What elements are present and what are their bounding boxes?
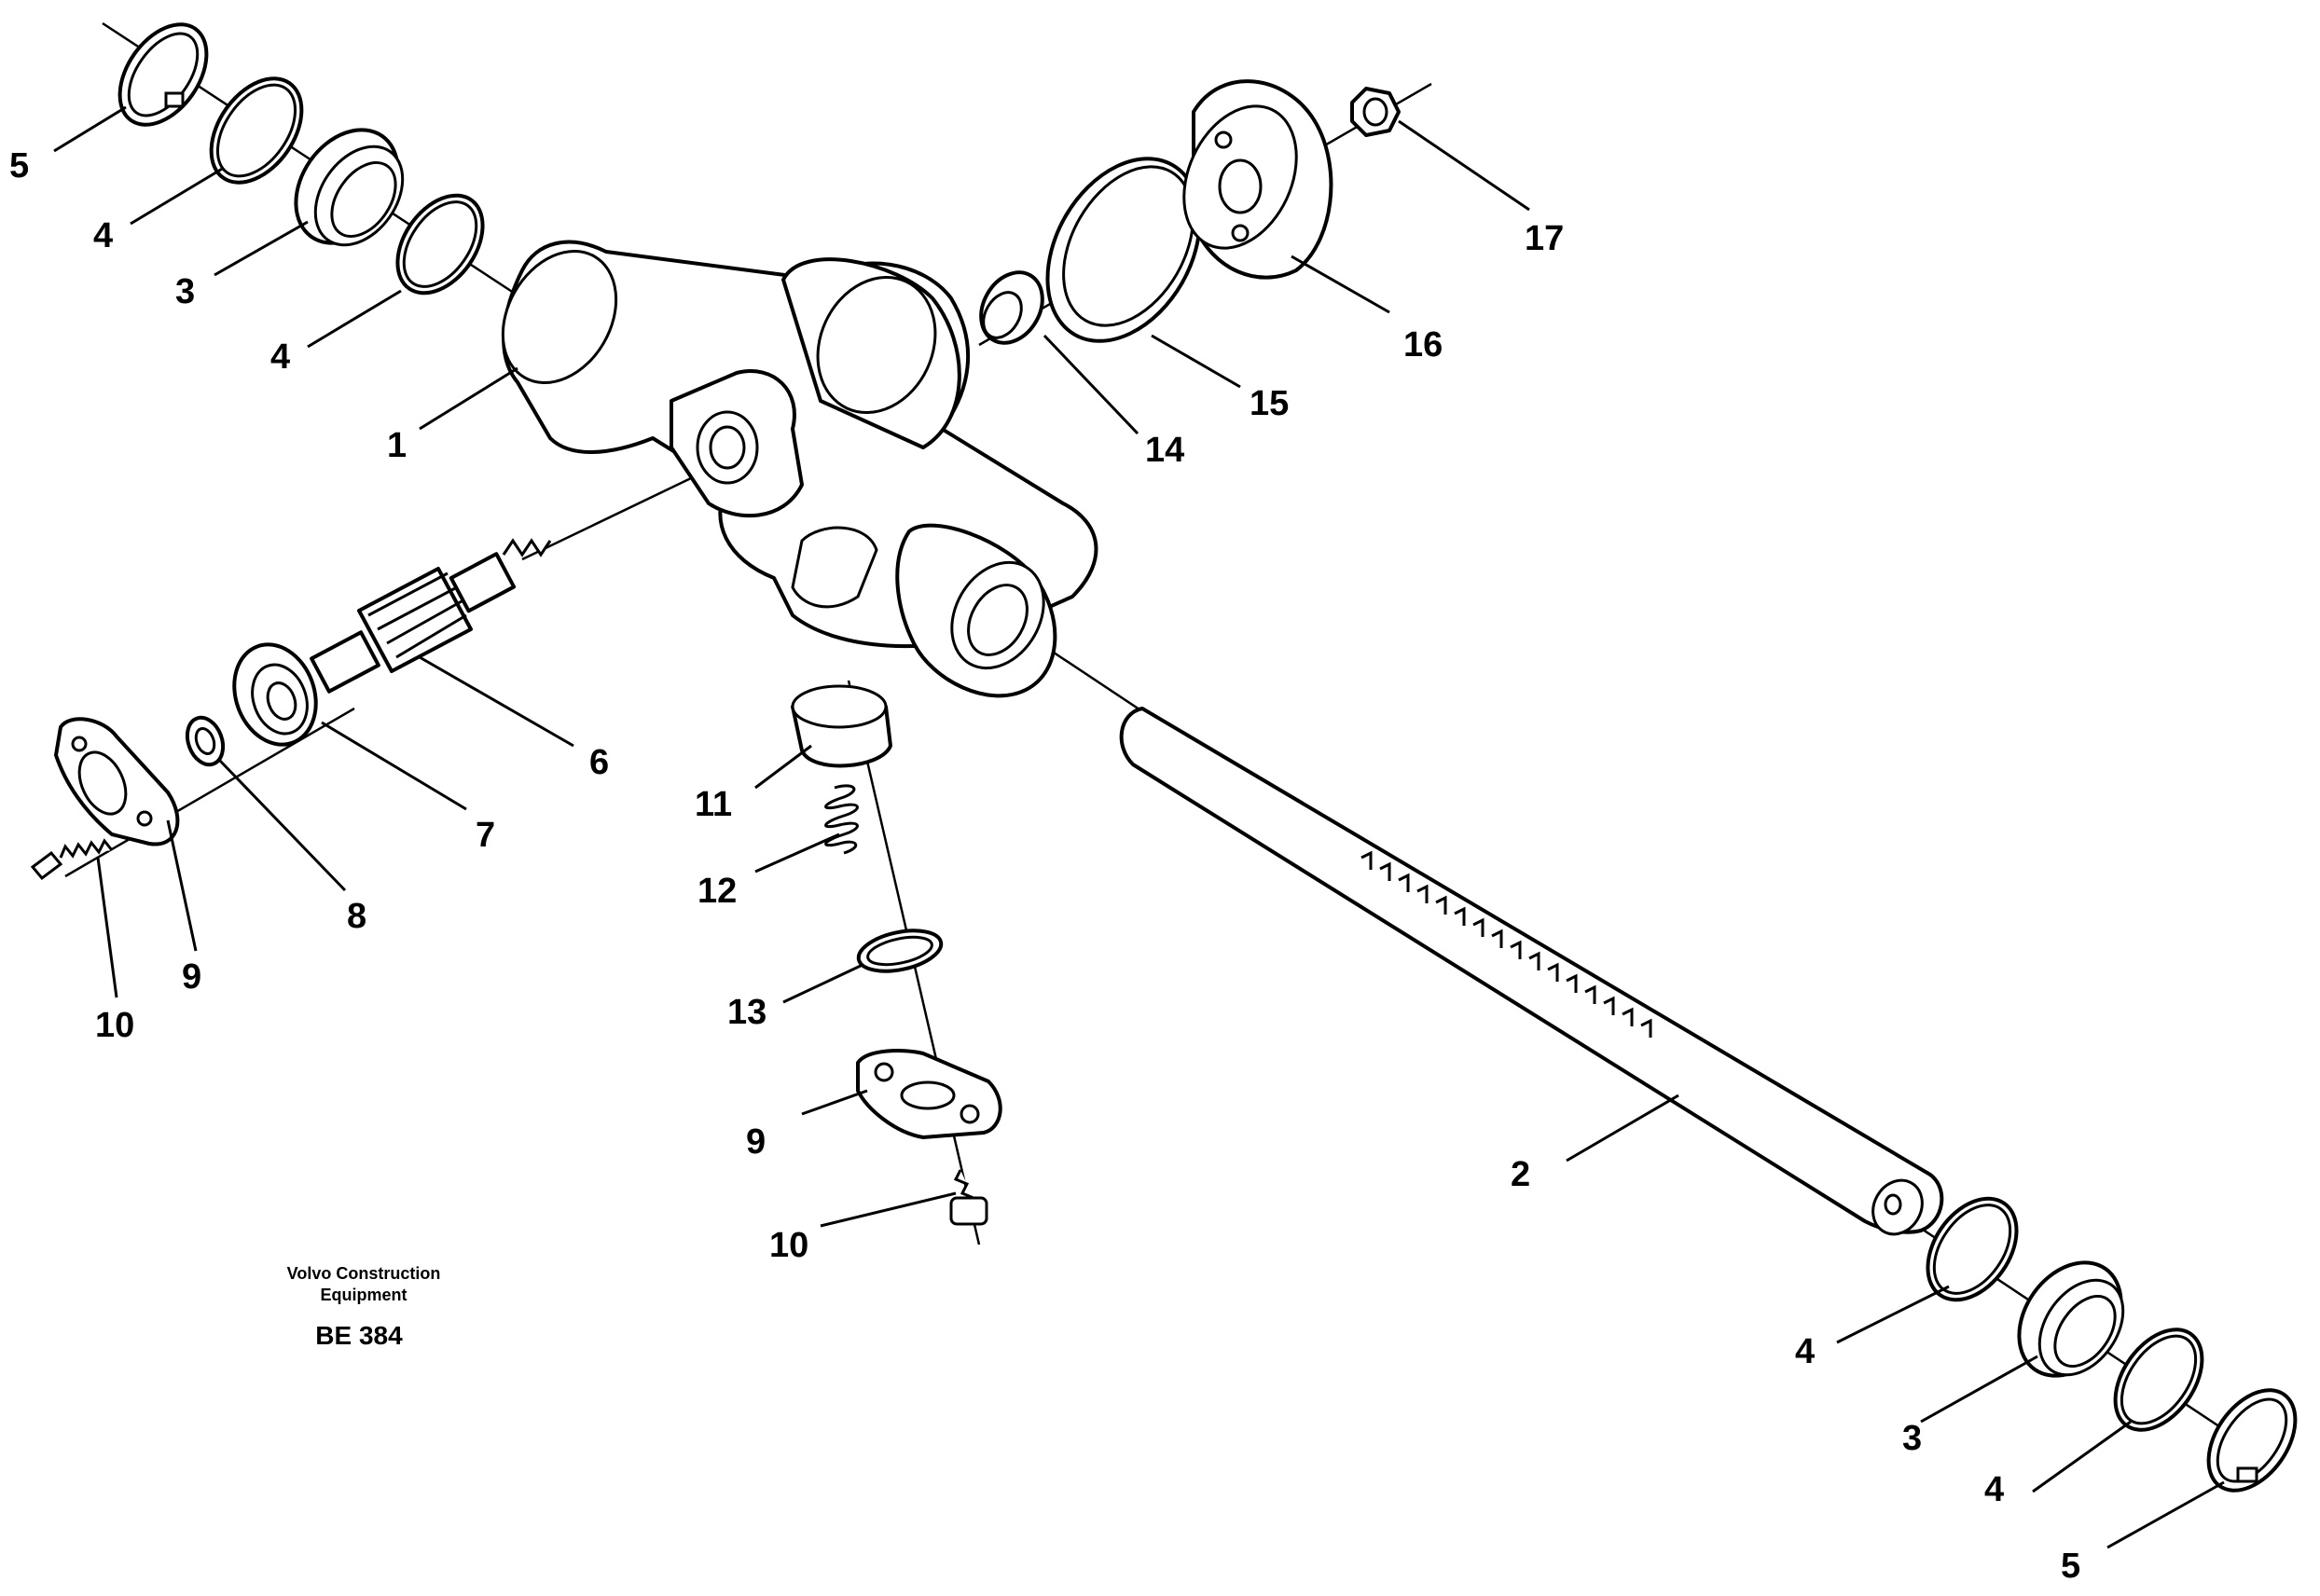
label-part-7: 7: [476, 816, 495, 855]
label-part-4-top-inner: 4: [270, 337, 290, 377]
bushing-3-top: [294, 128, 405, 247]
gasket-13: [856, 929, 944, 973]
label-part-3-bottom: 3: [1902, 1419, 1922, 1458]
label-part-4-top-outer: 4: [93, 216, 113, 255]
maker-line-2: Equipment: [321, 1286, 407, 1304]
needle-bearing-14: [979, 270, 1044, 345]
circlip-5-top: [117, 22, 209, 127]
label-part-2: 2: [1511, 1155, 1530, 1194]
label-part-8: 8: [347, 897, 366, 936]
steering-gear-housing-1: [501, 240, 1098, 698]
label-part-9-left: 9: [182, 957, 201, 997]
o-ring-4-bottom-outer: [2113, 1328, 2204, 1432]
label-part-16: 16: [1403, 325, 1443, 365]
label-part-1: 1: [387, 426, 407, 465]
label-part-4-bottom-inner: 4: [1795, 1332, 1815, 1371]
label-part-11: 11: [695, 785, 732, 824]
label-part-13: 13: [727, 993, 766, 1032]
label-part-15: 15: [1250, 384, 1289, 423]
washer-8: [185, 715, 226, 767]
thrust-pad-11: [791, 684, 892, 768]
maker-line-1: Volvo Construction: [287, 1264, 441, 1283]
screw-10-middle: [949, 1169, 988, 1226]
label-part-5-bottom: 5: [2061, 1547, 2080, 1586]
o-ring-4-top-inner: [395, 193, 485, 296]
drawing-reference-block: Volvo Construction Equipment BE 384: [287, 1264, 441, 1350]
screw-10-left: [30, 838, 114, 881]
leader-lines: [53, 105, 2225, 1549]
cover-plate-9-left: [54, 717, 180, 846]
label-part-17: 17: [1525, 219, 1564, 258]
end-cover-16: [1182, 79, 1333, 280]
label-part-12: 12: [697, 872, 737, 911]
label-part-9-middle: 9: [746, 1122, 766, 1162]
label-part-10-left: 10: [95, 1006, 134, 1045]
ball-bearing-7: [232, 642, 318, 747]
label-part-6: 6: [589, 743, 609, 782]
o-ring-4-top-outer: [209, 76, 304, 185]
part-number-labels: 5 4 3 4 1 17 16 15 14 6 7 8 9 10 11 12 1…: [9, 146, 2080, 1586]
label-part-5-top: 5: [9, 146, 29, 186]
drawing-code: BE 384: [315, 1321, 403, 1350]
label-part-3-top: 3: [175, 272, 195, 311]
cover-plate-9-middle: [856, 1049, 1002, 1139]
steering-rack-2: [1119, 707, 1944, 1236]
label-part-4-bottom-outer: 4: [1984, 1470, 2004, 1509]
circlip-5-bottom: [2206, 1388, 2298, 1493]
bushing-3-bottom: [2017, 1260, 2125, 1378]
lock-nut-17: [1350, 87, 1401, 137]
seal-ring-15: [1045, 157, 1202, 343]
label-part-14: 14: [1145, 431, 1184, 470]
spring-12: [824, 784, 859, 855]
pinion-6: [310, 538, 552, 694]
label-part-10-middle: 10: [769, 1226, 808, 1265]
o-ring-4-bottom-inner: [1926, 1196, 2019, 1302]
